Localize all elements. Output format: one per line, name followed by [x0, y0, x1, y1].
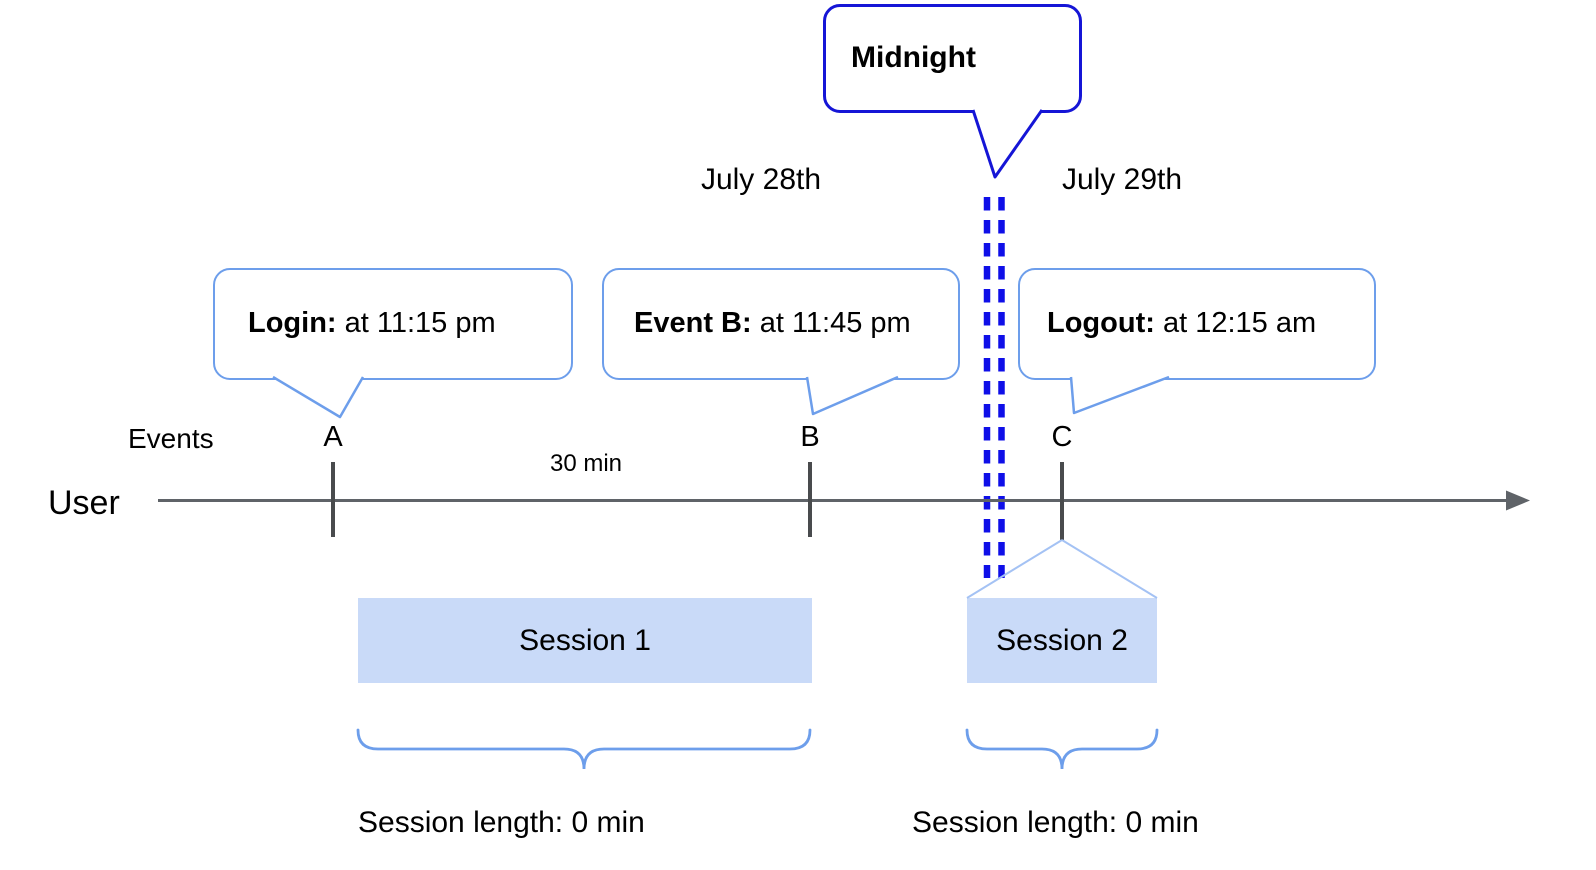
- session-1-box: Session 1: [358, 598, 812, 683]
- login-callout-tail: [272, 375, 365, 419]
- events-row-label: Events: [128, 423, 214, 454]
- logout-callout-tail: [1069, 375, 1170, 415]
- eventb-callout-title: Event B:: [634, 307, 752, 340]
- login-callout: Login: at 11:15 pm: [213, 268, 573, 380]
- logout-callout-text: Logout: at 12:15 am: [1020, 307, 1316, 340]
- timeline-arrowhead-icon: [1506, 490, 1530, 511]
- midnight-callout-tail: [971, 109, 1044, 179]
- eventb-callout-detail: at 11:45 pm: [751, 307, 911, 340]
- login-callout-text: Login: at 11:15 pm: [215, 307, 496, 340]
- session-2-brace: [965, 728, 1159, 770]
- logout-callout-detail: at 12:15 am: [1154, 307, 1317, 340]
- session-1-label: Session 1: [519, 623, 651, 657]
- timeline-row-label: User: [48, 484, 120, 522]
- logout-callout-title: Logout:: [1047, 307, 1155, 340]
- event-marker-a: A: [323, 421, 343, 453]
- date-label-july-29: July 29th: [1061, 163, 1183, 196]
- date-label-july-28: July 28th: [700, 163, 822, 196]
- session-2-connector: [966, 539, 1158, 599]
- session-1-brace: [356, 728, 812, 770]
- eventb-callout-text: Event B: at 11:45 pm: [604, 307, 911, 340]
- session-2-label: Session 2: [996, 623, 1128, 657]
- session-1-length-label: Session length: 0 min: [358, 806, 645, 839]
- interval-label: 30 min: [549, 450, 623, 477]
- eventb-callout-tail: [805, 375, 899, 416]
- session-2-box: Session 2: [967, 598, 1157, 683]
- logout-callout: Logout: at 12:15 am: [1018, 268, 1376, 380]
- eventb-callout: Event B: at 11:45 pm: [602, 268, 960, 380]
- event-marker-c: C: [1051, 421, 1073, 453]
- event-marker-b: B: [800, 421, 820, 453]
- midnight-callout: Midnight: [823, 4, 1082, 113]
- login-callout-detail: at 11:15 pm: [336, 307, 496, 340]
- login-callout-title: Login:: [248, 307, 337, 340]
- session-2-length-label: Session length: 0 min: [912, 806, 1199, 839]
- midnight-label: Midnight: [851, 41, 976, 75]
